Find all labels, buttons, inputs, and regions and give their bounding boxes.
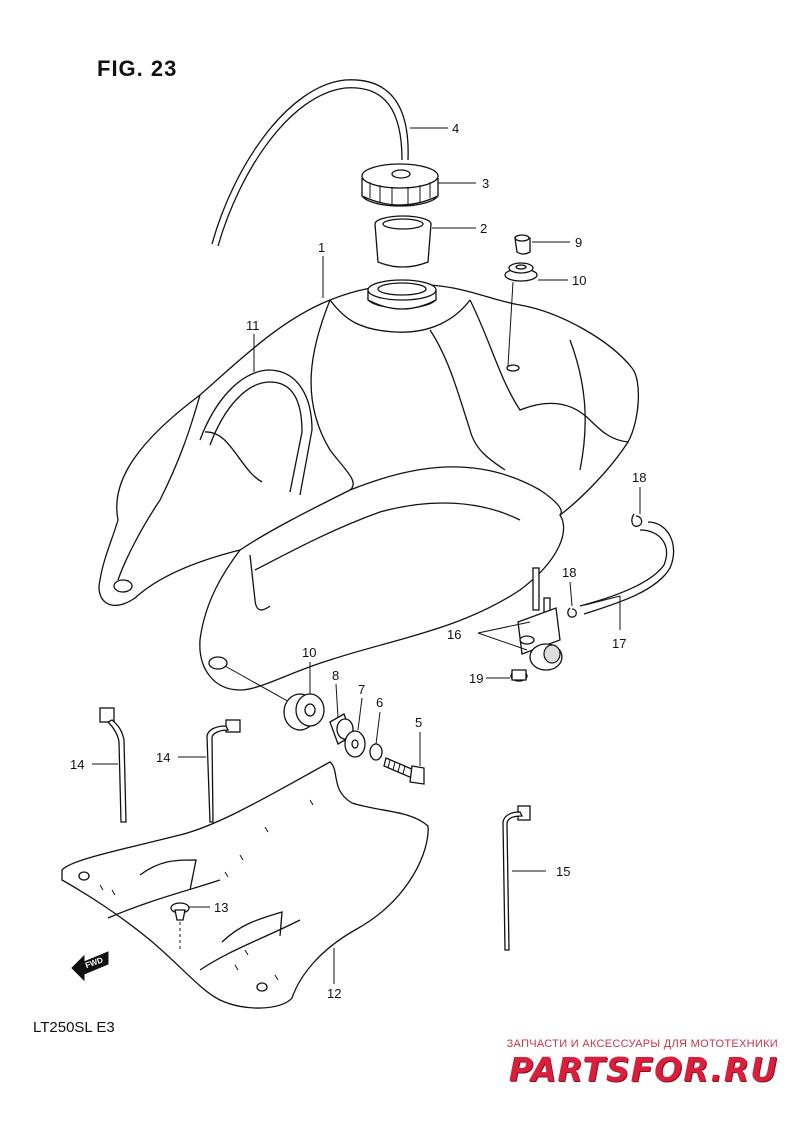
callout-7: 7 <box>358 682 365 697</box>
callout-4: 4 <box>452 121 459 136</box>
callout-8: 8 <box>332 668 339 683</box>
model-code: LT250SL E3 <box>33 1019 115 1036</box>
callout-15: 15 <box>556 864 570 879</box>
washer-6 <box>369 743 383 761</box>
callout-19: 19 <box>469 671 483 686</box>
grommet-top <box>504 262 538 282</box>
grommet-lower <box>283 693 325 731</box>
fuel-cock <box>517 567 563 671</box>
callout-3: 3 <box>482 176 489 191</box>
hose-clip-lower <box>567 607 577 618</box>
callout-14-center: 14 <box>156 750 170 765</box>
cable-tie-center <box>206 719 241 823</box>
callout-14-left: 14 <box>70 757 84 772</box>
fuel-cap <box>361 163 439 207</box>
tank-strap <box>199 369 313 496</box>
fuel-hose <box>579 529 668 607</box>
callout-17: 17 <box>612 636 626 651</box>
filler-sleeve <box>374 215 432 268</box>
small-cap-9 <box>514 234 531 255</box>
callout-10-top: 10 <box>572 273 586 288</box>
callout-18-top: 18 <box>632 470 646 485</box>
screw-19 <box>510 669 528 682</box>
push-rivet-13 <box>170 902 190 952</box>
callout-12: 12 <box>327 986 341 1001</box>
watermark-logo[interactable]: PARTSFOR.RU <box>508 1050 778 1089</box>
forward-arrow-icon: FWD <box>71 951 109 982</box>
figure-title: FIG. 23 <box>97 56 178 81</box>
callout-18-lower: 18 <box>562 565 576 580</box>
callout-2: 2 <box>480 221 487 236</box>
under-panel <box>61 761 429 1009</box>
callout-5: 5 <box>415 715 422 730</box>
hose-clip-top <box>631 513 643 527</box>
callout-10-lower: 10 <box>302 645 316 660</box>
leader-lines <box>92 127 641 984</box>
callout-6: 6 <box>376 695 383 710</box>
cable-tie-right <box>502 805 531 951</box>
callout-9: 9 <box>575 235 582 250</box>
callout-11: 11 <box>246 318 260 333</box>
washer-7 <box>344 730 366 758</box>
breather-hose <box>217 87 403 247</box>
callout-16: 16 <box>447 627 461 642</box>
callout-1: 1 <box>318 240 325 255</box>
watermark-subtitle: ЗАПЧАСТИ И АКСЕССУАРЫ ДЛЯ МОТОТЕХНИКИ <box>506 1038 778 1050</box>
cable-tie-left <box>99 707 127 823</box>
callout-13: 13 <box>214 900 228 915</box>
bolt-5 <box>383 757 425 785</box>
